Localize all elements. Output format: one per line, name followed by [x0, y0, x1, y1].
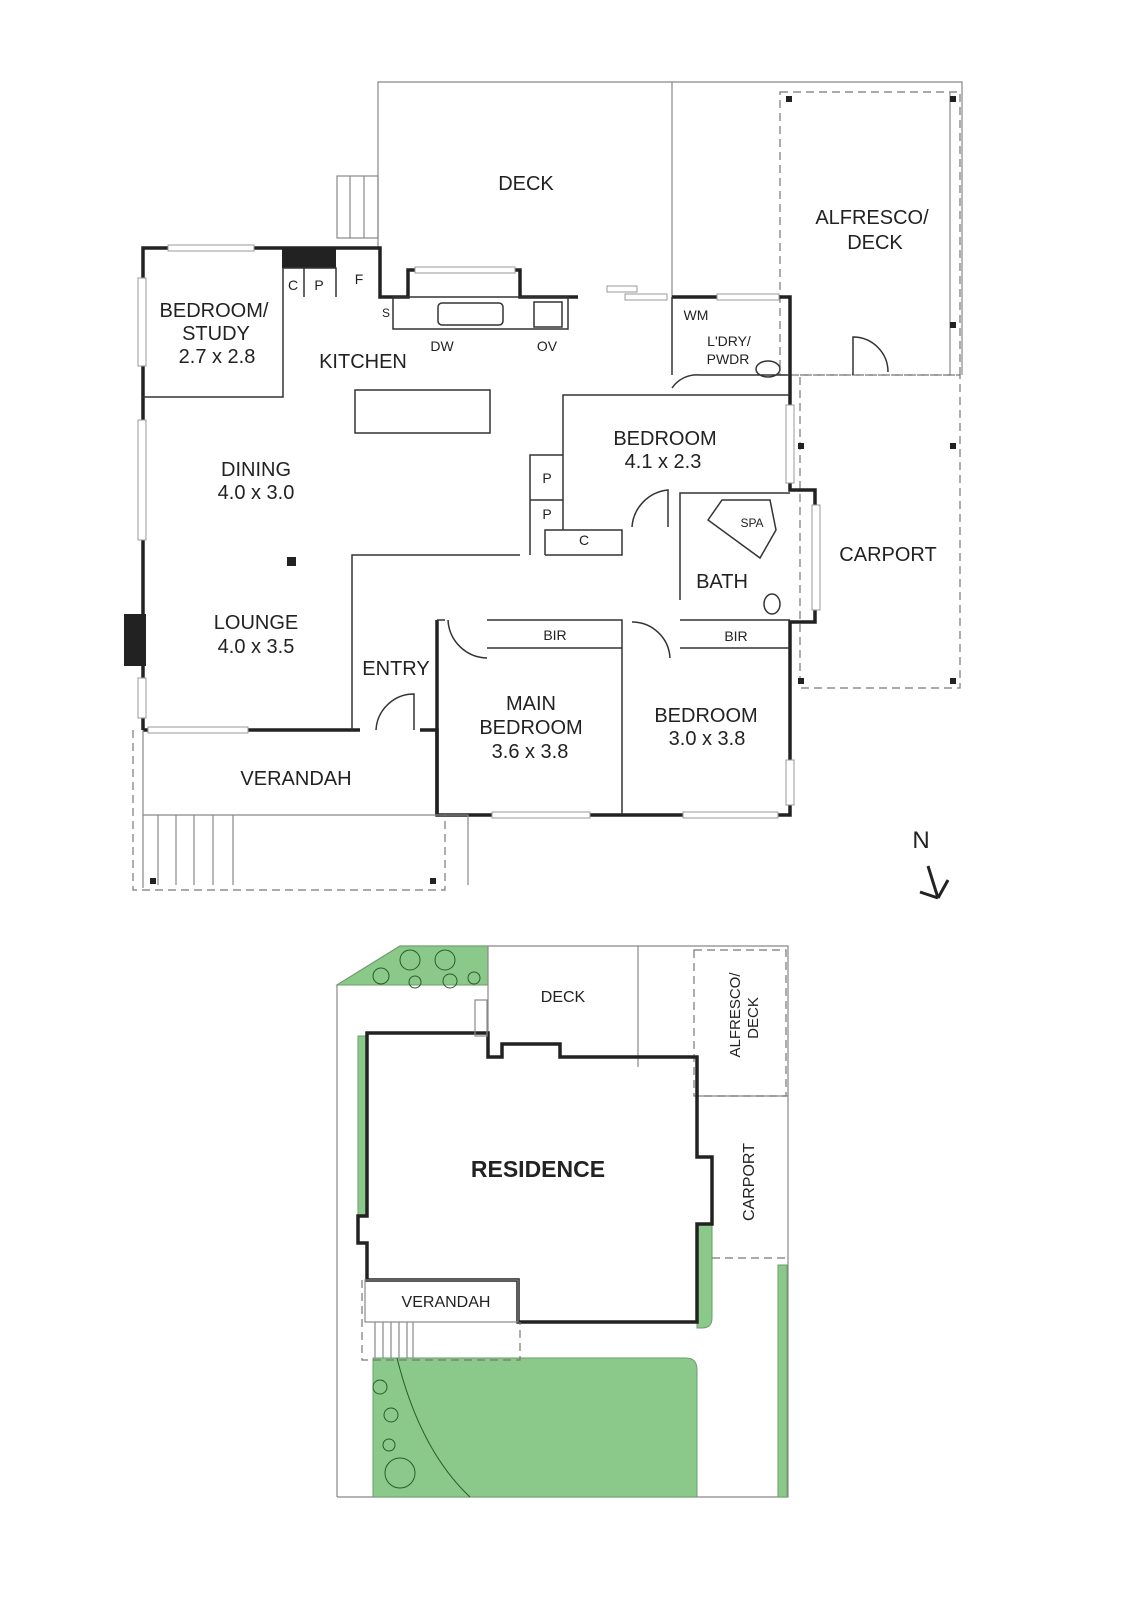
garden-north — [335, 945, 489, 986]
label-alfresco-deck: DECK — [847, 232, 903, 254]
deck-steps — [336, 175, 379, 239]
label-bedroom-2-dim: 4.1 x 2.3 — [625, 451, 702, 473]
label-study-2: STUDY — [182, 323, 250, 345]
label-bedroom-3-dim: 3.0 x 3.8 — [669, 728, 746, 750]
bir-walls — [437, 619, 790, 815]
label-lounge-dim: 4.0 x 3.5 — [218, 636, 295, 658]
label-main-bedroom: MAIN — [506, 693, 556, 715]
bath-wall — [679, 492, 790, 600]
verandah-dash — [132, 730, 446, 891]
pantry-wall — [529, 454, 623, 556]
label-lounge: LOUNGE — [214, 612, 298, 634]
label-main-bedroom-dim: 3.6 x 3.8 — [492, 741, 569, 763]
entry-wall — [351, 554, 520, 730]
label-bir-1: BIR — [543, 627, 566, 643]
site-verandah — [364, 1279, 519, 1323]
kitchen-island — [354, 389, 491, 434]
label-study: BEDROOM/ — [160, 300, 269, 322]
site-label-deck: DECK — [541, 989, 586, 1006]
label-verandah: VERANDAH — [240, 768, 351, 790]
label-bedroom-2: BEDROOM — [613, 428, 716, 450]
label-bir-2: BIR — [724, 628, 747, 644]
chimney — [282, 248, 336, 268]
verandah-outline — [142, 730, 469, 888]
label-pantry-2: P — [542, 506, 551, 522]
label-bedroom-3: BEDROOM — [654, 705, 757, 727]
toilet-icon — [755, 360, 781, 378]
label-deck: DECK — [498, 173, 554, 195]
north-arrow-icon — [919, 865, 950, 900]
north-label: N — [912, 827, 929, 854]
hedge-east — [777, 1264, 788, 1498]
label-pwdr: PWDR — [707, 351, 750, 367]
cooktop — [533, 301, 563, 328]
site-plan: DECK ALFRESCO/ DECK RESIDENCE CARPORT VE… — [335, 945, 789, 1498]
label-carport: CARPORT — [839, 544, 936, 566]
door-entry — [375, 693, 415, 731]
site-label-alfresco-deck: DECK — [745, 997, 762, 1039]
label-ov: OV — [537, 338, 558, 354]
windows — [137, 244, 821, 819]
label-spa: SPA — [740, 516, 763, 530]
carport-outline — [799, 374, 961, 689]
garden-strip-east — [696, 1224, 713, 1329]
label-bath: BATH — [696, 571, 748, 593]
label-alfresco: ALFRESCO/ — [815, 207, 929, 229]
label-f: F — [355, 271, 364, 287]
label-study-dim: 2.7 x 2.8 — [179, 346, 256, 368]
site-label-carport: CARPORT — [741, 1143, 758, 1221]
fireplace — [124, 614, 146, 666]
label-entry: ENTRY — [362, 658, 429, 680]
site-label-verandah: VERANDAH — [402, 1294, 491, 1311]
label-main-bedroom-2: BEDROOM — [479, 717, 582, 739]
door-alfresco — [852, 336, 889, 375]
path-curve — [396, 1357, 471, 1498]
verandah-steps — [157, 815, 234, 885]
door-bedroom3 — [631, 621, 671, 659]
site-steps — [374, 999, 488, 1358]
label-p: P — [314, 277, 323, 293]
label-c2: C — [579, 532, 589, 548]
spa-bath — [706, 499, 777, 560]
posts — [150, 96, 956, 884]
sink — [437, 302, 504, 326]
lawn — [372, 1357, 698, 1498]
door-main-bedroom — [447, 619, 488, 659]
main-floor-plan: DECK ALFRESCO/ DECK BEDROOM/ STUDY 2.7 x… — [124, 81, 963, 900]
label-s: S — [382, 306, 390, 320]
residence-outline — [356, 1031, 714, 1324]
site-label-residence: RESIDENCE — [471, 1156, 605, 1182]
site-boundary — [336, 945, 789, 1498]
basin-icon — [763, 593, 781, 615]
site-alfresco — [693, 949, 787, 1097]
label-dining: DINING — [221, 459, 291, 481]
label-kitchen: KITCHEN — [319, 351, 407, 373]
label-pantry-1: P — [542, 470, 551, 486]
tree-icons — [372, 949, 481, 1489]
door-laundry — [671, 374, 701, 389]
study-wall — [143, 268, 284, 398]
bedroom-wall — [562, 394, 790, 530]
label-dining-dim: 4.0 x 3.0 — [218, 482, 295, 504]
kitchen-bench — [392, 296, 569, 330]
cupboards — [283, 267, 337, 297]
door-bedroom — [631, 489, 669, 528]
label-laundry: L'DRY/ — [707, 333, 751, 349]
label-c: C — [288, 277, 298, 293]
site-verandah-dash — [361, 1280, 521, 1361]
site-label-alfresco: ALFRESCO/ — [727, 972, 744, 1058]
deck-outline — [377, 81, 963, 375]
label-wm: WM — [684, 307, 709, 323]
label-dw: DW — [430, 338, 454, 354]
